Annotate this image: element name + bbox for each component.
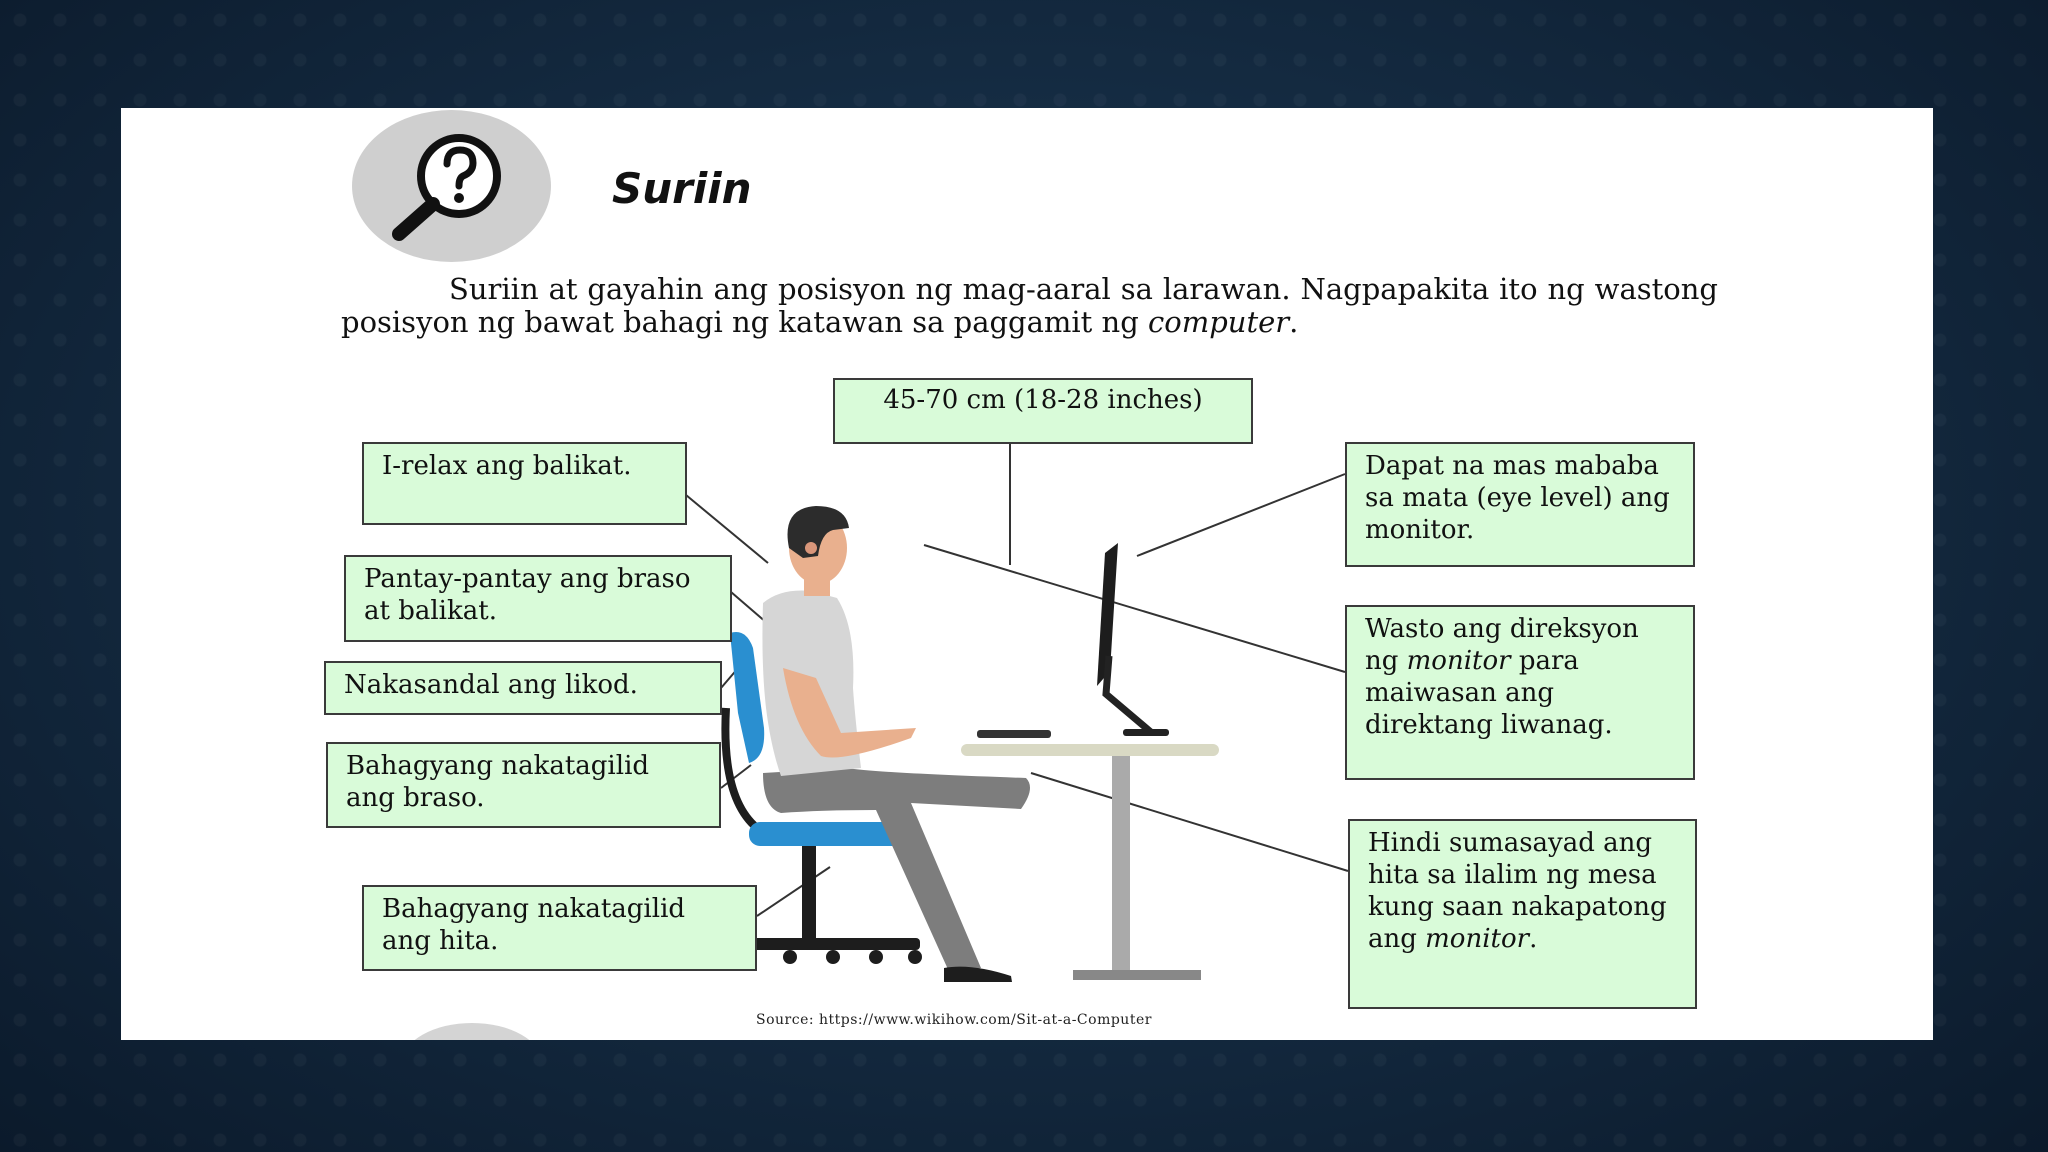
page-title: Suriin xyxy=(612,164,752,213)
paragraph-italic: computer xyxy=(1148,305,1290,339)
label-desk-italic: monitor xyxy=(1425,924,1530,954)
label-glare-text-b: para maiwasan ang direktang liwanag. xyxy=(1365,646,1613,740)
person xyxy=(762,506,1030,982)
label-eye-level: Dapat na mas mababa sa mata (eye level) … xyxy=(1345,442,1695,567)
label-shoulder: I-relax ang balikat. xyxy=(362,442,687,525)
ergonomics-illustration xyxy=(685,444,1349,982)
keyboard xyxy=(977,730,1051,738)
label-thighs: Bahagyang nakatagilid ang hita. xyxy=(362,885,757,971)
paragraph-text: Suriin at gayahin ang posisyon ng mag-aa… xyxy=(341,272,1718,339)
label-arms-level: Pantay-pantay ang braso at balikat. xyxy=(344,555,732,642)
label-desk-clearance: Hindi sumasayad ang hita sa ilalim ng me… xyxy=(1348,819,1697,1009)
label-desk-text-b: . xyxy=(1529,924,1538,954)
instruction-paragraph: Suriin at gayahin ang posisyon ng mag-aa… xyxy=(341,273,1718,339)
label-back: Nakasandal ang likod. xyxy=(324,661,722,715)
source-credit: Source: https://www.wikihow.com/Sit-at-a… xyxy=(756,1012,1152,1028)
magnifier-question-icon xyxy=(392,134,501,241)
label-glare: Wasto ang direksyon ng monitor para maiw… xyxy=(1345,605,1695,780)
monitor xyxy=(1097,543,1169,736)
label-arms-bent: Bahagyang nakatagilid ang braso. xyxy=(326,742,721,828)
label-glare-italic: monitor xyxy=(1406,646,1511,676)
label-glare-text-a: Wasto ang direksyon ng xyxy=(1365,614,1639,676)
paragraph-end: . xyxy=(1289,305,1299,339)
slide: Suriin Suriin at gayahin ang posisyon ng… xyxy=(121,108,1933,1040)
desk xyxy=(961,744,1219,980)
label-distance: 45-70 cm (18-28 inches) xyxy=(833,378,1253,444)
label-desk-text-a: Hindi sumasayad ang hita sa ilalim ng me… xyxy=(1368,828,1667,954)
chair xyxy=(721,632,922,964)
